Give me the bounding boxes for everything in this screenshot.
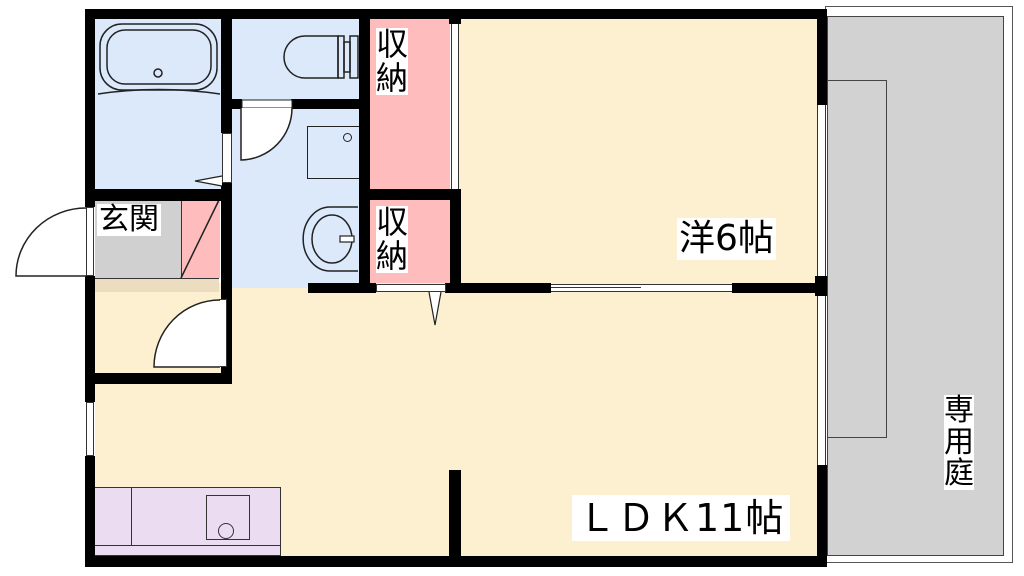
private-garden: [827, 16, 1004, 556]
wall-left-upper: [85, 9, 95, 207]
entrance-door[interactable]: [15, 207, 87, 277]
wall-storage-divider: [359, 189, 460, 200]
sink-icon: [206, 495, 250, 540]
wall-toilet-bottom-right: [291, 99, 360, 109]
storage-door-marker-icon: [428, 291, 442, 326]
wall-storage-right-lower: [450, 189, 461, 292]
bathtub-icon: [97, 23, 221, 95]
bath: [95, 19, 222, 190]
entrance-label: 玄関: [97, 202, 161, 237]
entrance-door-leaf: [86, 207, 94, 276]
wall-left-mid: [85, 276, 95, 402]
western-room-label: 洋6帖: [677, 218, 776, 260]
wall-storage-right-cap: [449, 19, 461, 24]
bath-door-leaf[interactable]: [222, 133, 232, 183]
toilet-icon: [283, 35, 359, 79]
wall-wash-right: [359, 9, 370, 292]
wall-bath-bottom: [85, 189, 232, 201]
kitchen-counter: [95, 487, 281, 556]
wall-top: [85, 9, 827, 19]
private-garden-label: 専用庭: [944, 393, 974, 491]
sliding-door-divider: [551, 287, 641, 288]
wall-bath-right-top: [221, 9, 232, 133]
kitchen-counter-front: [95, 545, 281, 546]
washing-machine-pan: [307, 126, 359, 179]
drain-icon: [218, 523, 234, 539]
window-ldk-left: [86, 402, 94, 456]
wall-right-lower: [817, 465, 827, 567]
hallway-door[interactable]: [153, 299, 221, 369]
kitchen-counter-divider: [131, 487, 132, 545]
wall-right-upper: [817, 9, 827, 105]
window-ldk-right: [817, 296, 826, 465]
storage-upper-label: 収納: [376, 25, 409, 97]
sliding-door-western[interactable]: [551, 284, 732, 292]
ldk-label: ＬＤＫ11帖: [572, 495, 791, 541]
washroom-door[interactable]: [240, 99, 295, 162]
window-western-right: [817, 105, 826, 276]
wall-left-lower: [85, 456, 95, 566]
window-storage-side: [451, 24, 459, 189]
garden-deck: [827, 80, 887, 438]
bath-door-marker-icon: [194, 175, 223, 187]
wall-toilet-bottom: [232, 99, 242, 109]
washer-drain-icon: [343, 133, 352, 142]
wall-western-bottom-left: [445, 283, 551, 293]
storage-lower-door[interactable]: [376, 284, 446, 292]
wall-hall-bottom: [85, 373, 232, 384]
storage-lower-label: 収納: [376, 203, 409, 275]
wall-western-bottom-right: [732, 283, 827, 293]
wall-bath-right-bottom: [221, 183, 232, 383]
wall-wash-bottom: [308, 283, 376, 293]
wall-bottom: [85, 556, 827, 567]
wash-basin-icon: [302, 206, 358, 272]
shoe-closet-diagonal: [180, 199, 220, 279]
wall-ldk-partition: [449, 470, 461, 560]
